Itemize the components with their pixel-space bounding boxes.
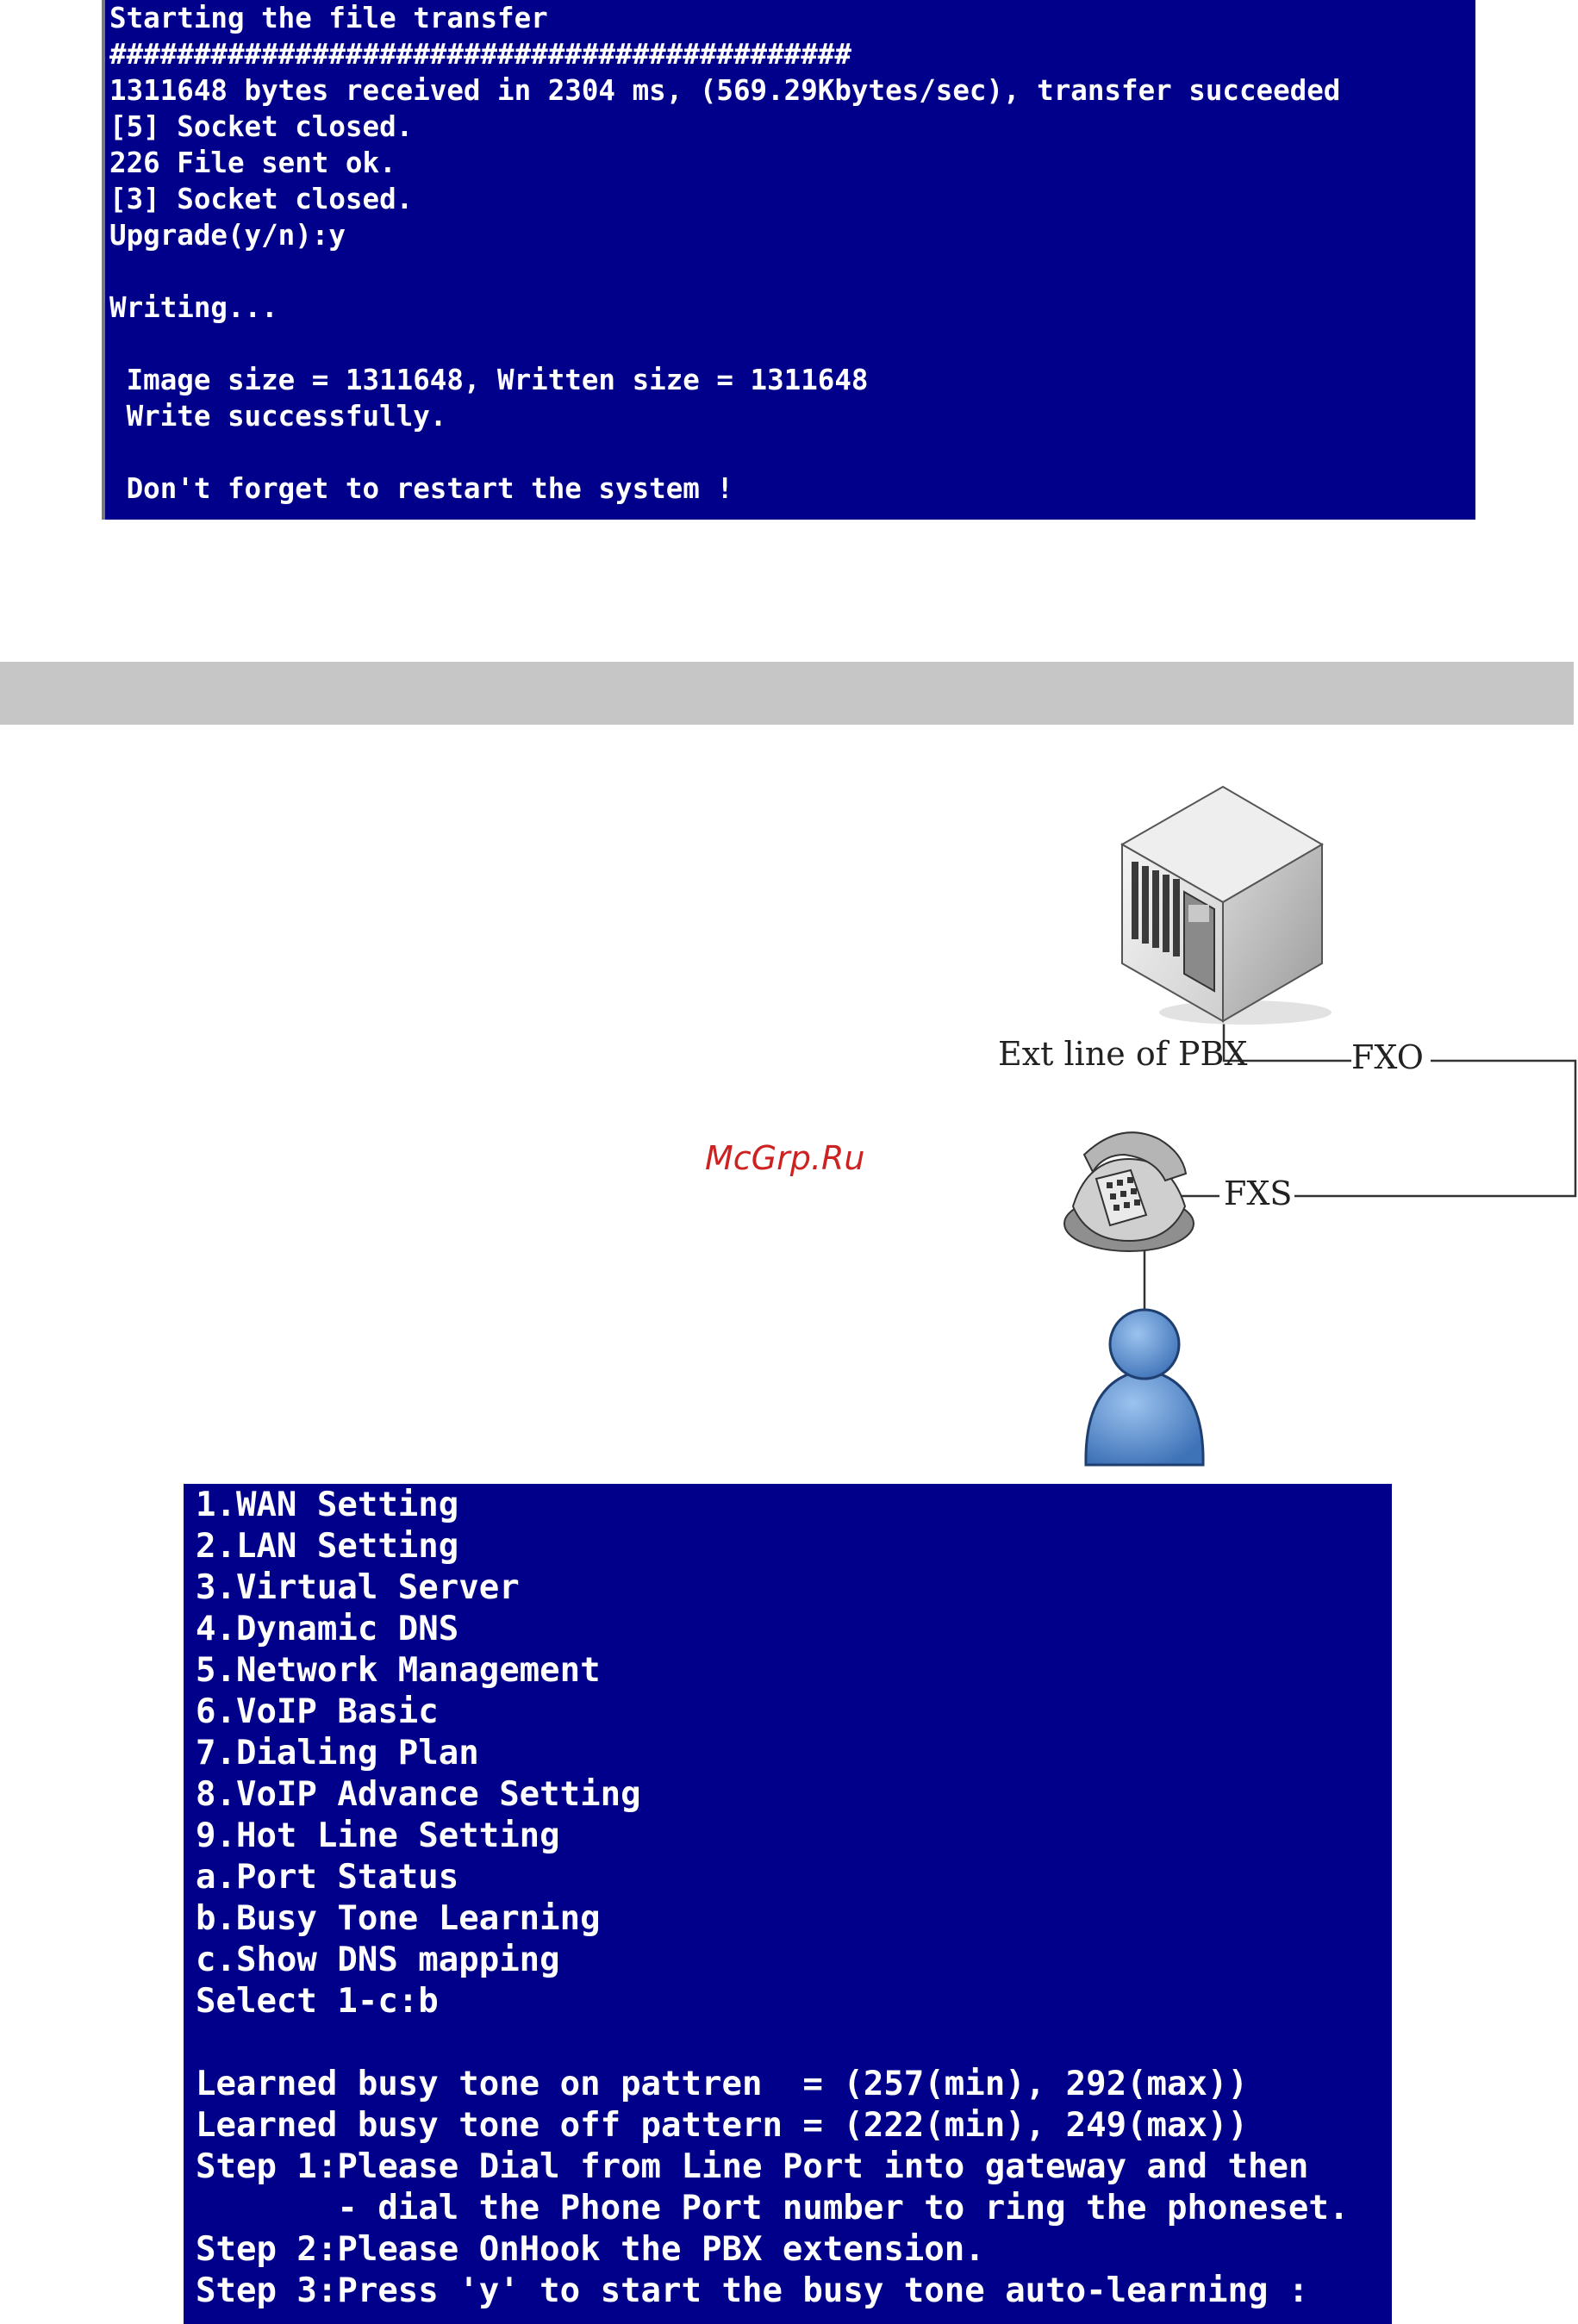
console-line: Starting the file transfer (109, 2, 548, 34)
fxo-label: FXO (1351, 1038, 1424, 1076)
menu-item: 4.Dynamic DNS (196, 1610, 459, 1648)
console-line: Step 3:Press 'y' to start the busy tone … (196, 2271, 1309, 2310)
console-line: Learned busy tone on pattren = (257(min)… (196, 2065, 1248, 2103)
menu-item: 9.Hot Line Setting (196, 1816, 560, 1855)
menu-item: 8.VoIP Advance Setting (196, 1775, 641, 1814)
console-line (196, 2022, 1392, 2064)
console-line: - dial the Phone Port number to ring the… (196, 2189, 1350, 2227)
pbx-server-icon (1120, 785, 1332, 1025)
console-line: 1311648 bytes received in 2304 ms, (569.… (109, 74, 1341, 107)
menu-item: 2.LAN Setting (196, 1527, 459, 1566)
section-header-band (0, 662, 1574, 725)
fxo-fxs-connection-diagram: Ext line of PBX FXO FXS (998, 785, 1577, 1467)
console-line: Don't forget to restart the system ! (109, 472, 733, 505)
console-line: Upgrade(y/n):y (109, 219, 346, 252)
menu-item: 7.Dialing Plan (196, 1734, 479, 1773)
menu-item: 6.VoIP Basic (196, 1692, 439, 1731)
console-line: Step 1:Please Dial from Line Port into g… (196, 2147, 1309, 2186)
console-line: Step 2:Please OnHook the PBX extension. (196, 2230, 985, 2269)
watermark: McGrp.Ru (705, 1139, 865, 1177)
menu-item: 1.WAN Setting (196, 1486, 459, 1524)
telephone-icon (1063, 1131, 1194, 1252)
console-prompt: Select 1-c:b (196, 1982, 439, 2021)
console-line: Writing... (109, 291, 278, 324)
menu-item: a.Port Status (196, 1858, 459, 1897)
menu-item: 5.Network Management (196, 1651, 601, 1690)
console-line: [5] Socket closed. (109, 110, 414, 143)
console-line: [3] Socket closed. (109, 183, 414, 215)
fxs-label: FXS (1224, 1174, 1292, 1212)
console-line: Learned busy tone off pattern = (222(min… (196, 2106, 1248, 2145)
console-line: 226 File sent ok. (109, 146, 396, 179)
console-upgrade-output: Starting the file transfer #############… (102, 0, 1475, 520)
pbx-label: Ext line of PBX (998, 1035, 1247, 1073)
menu-item: 3.Virtual Server (196, 1568, 520, 1607)
menu-item: b.Busy Tone Learning (196, 1899, 601, 1938)
console-busy-tone-menu: 1.WAN Setting 2.LAN Setting 3.Virtual Se… (184, 1484, 1392, 2324)
console-line: Write successfully. (109, 400, 447, 433)
console-line: Image size = 1311648, Written size = 131… (109, 364, 869, 396)
menu-item: c.Show DNS mapping (196, 1941, 560, 1979)
console-line: ########################################… (109, 38, 851, 71)
user-icon (1084, 1308, 1205, 1467)
